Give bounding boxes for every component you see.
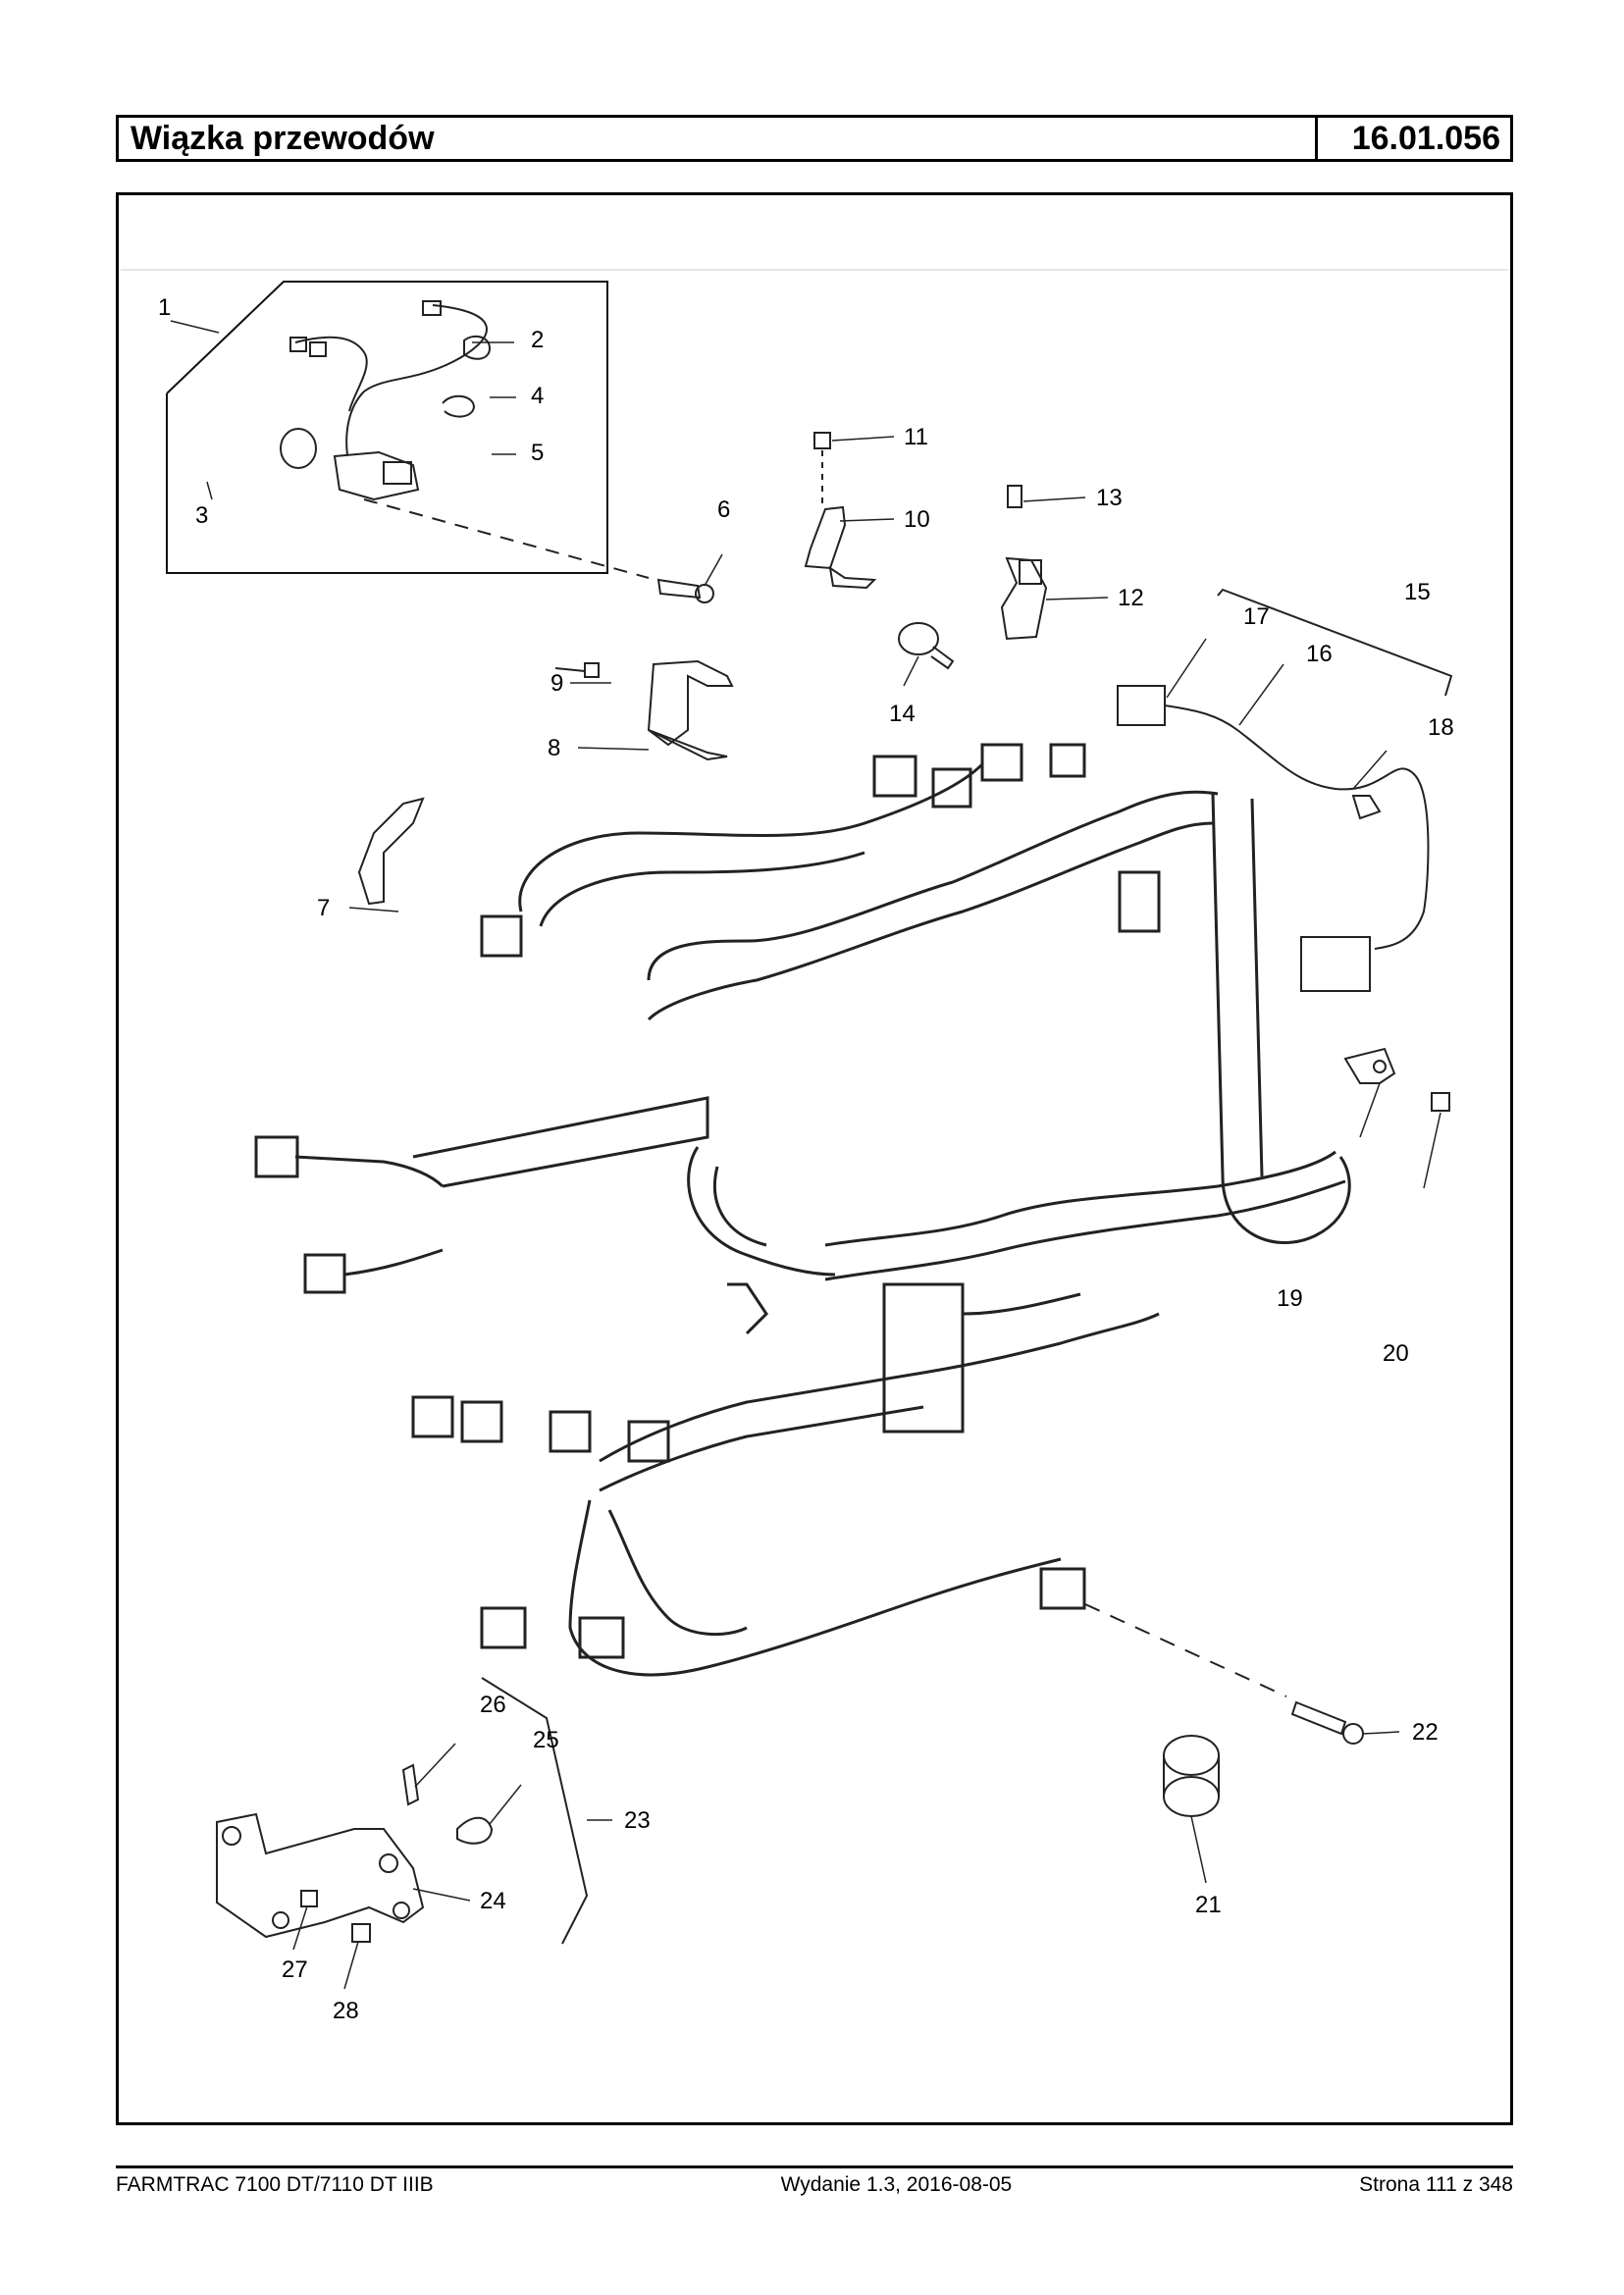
footer-model: FARMTRAC 7100 DT/7110 DT IIIB	[116, 2173, 434, 2196]
footer-page-number: Strona 111 z 348	[1359, 2173, 1513, 2196]
footer-divider	[116, 2165, 1513, 2168]
page-footer: FARMTRAC 7100 DT/7110 DT IIIB Wydanie 1.…	[116, 2173, 1513, 2197]
part-10-bracket	[804, 432, 877, 590]
callout-19: 19	[1277, 1285, 1303, 1312]
callout-leaders	[170, 320, 1441, 1990]
footer-edition: Wydanie 1.3, 2016-08-05	[780, 2173, 1013, 2196]
callout-20: 20	[1383, 1340, 1409, 1367]
main-wiring-harness	[254, 743, 1351, 1677]
callout-10: 10	[904, 506, 930, 533]
callout-18: 18	[1428, 714, 1454, 741]
callout-16: 16	[1306, 641, 1333, 667]
page-header: Wiązka przewodów 16.01.056	[116, 115, 1513, 162]
callout-23: 23	[624, 1807, 651, 1834]
callout-27: 27	[282, 1956, 308, 1983]
part-15-sub-harness	[1117, 588, 1453, 992]
callout-13: 13	[1096, 485, 1123, 511]
callout-4: 4	[531, 383, 544, 409]
callout-14: 14	[889, 701, 916, 727]
callout-17: 17	[1243, 603, 1270, 630]
callout-28: 28	[333, 1998, 359, 2024]
part-12-bracket	[1000, 485, 1048, 641]
callout-2: 2	[531, 327, 544, 353]
callout-numbers: 1 2 3 4 5 6 7 8 9 10 11 12 13 14 15 16 1…	[158, 294, 1454, 2024]
diagram-frame: 1 2 3 4 5 6 7 8 9 10 11 12 13 14 15 16 1…	[116, 192, 1513, 2125]
callout-7: 7	[317, 895, 330, 921]
callout-11: 11	[904, 424, 928, 450]
callout-26: 26	[480, 1692, 506, 1718]
callout-12: 12	[1118, 585, 1144, 611]
callout-8: 8	[548, 735, 560, 761]
part-21-clamp	[1163, 1735, 1220, 1817]
dashed-leader	[363, 498, 650, 579]
part-8-bracket	[554, 659, 734, 761]
part-23-bracket-assembly	[216, 1677, 589, 1945]
part-22-bolt	[1290, 1700, 1364, 1745]
callout-5: 5	[531, 440, 544, 466]
part-7-bracket	[357, 797, 425, 906]
callout-25: 25	[533, 1727, 559, 1753]
dashed-leader	[1084, 1603, 1287, 1697]
part-1-inset	[166, 281, 608, 574]
page-title: Wiązka przewodów	[119, 118, 1318, 159]
callout-3: 3	[195, 502, 208, 529]
callout-9: 9	[550, 670, 563, 697]
callout-1: 1	[158, 294, 171, 321]
callout-6: 6	[717, 496, 730, 523]
callout-22: 22	[1412, 1719, 1439, 1746]
callout-15: 15	[1404, 579, 1431, 605]
part-19-clip	[1343, 1047, 1450, 1112]
exploded-parts-diagram: 1 2 3 4 5 6 7 8 9 10 11 12 13 14 15 16 1…	[121, 269, 1508, 2024]
callout-21: 21	[1195, 1892, 1222, 1918]
callout-24: 24	[480, 1888, 506, 1914]
part-14-clamp	[898, 622, 955, 670]
section-code: 16.01.056	[1351, 120, 1500, 157]
